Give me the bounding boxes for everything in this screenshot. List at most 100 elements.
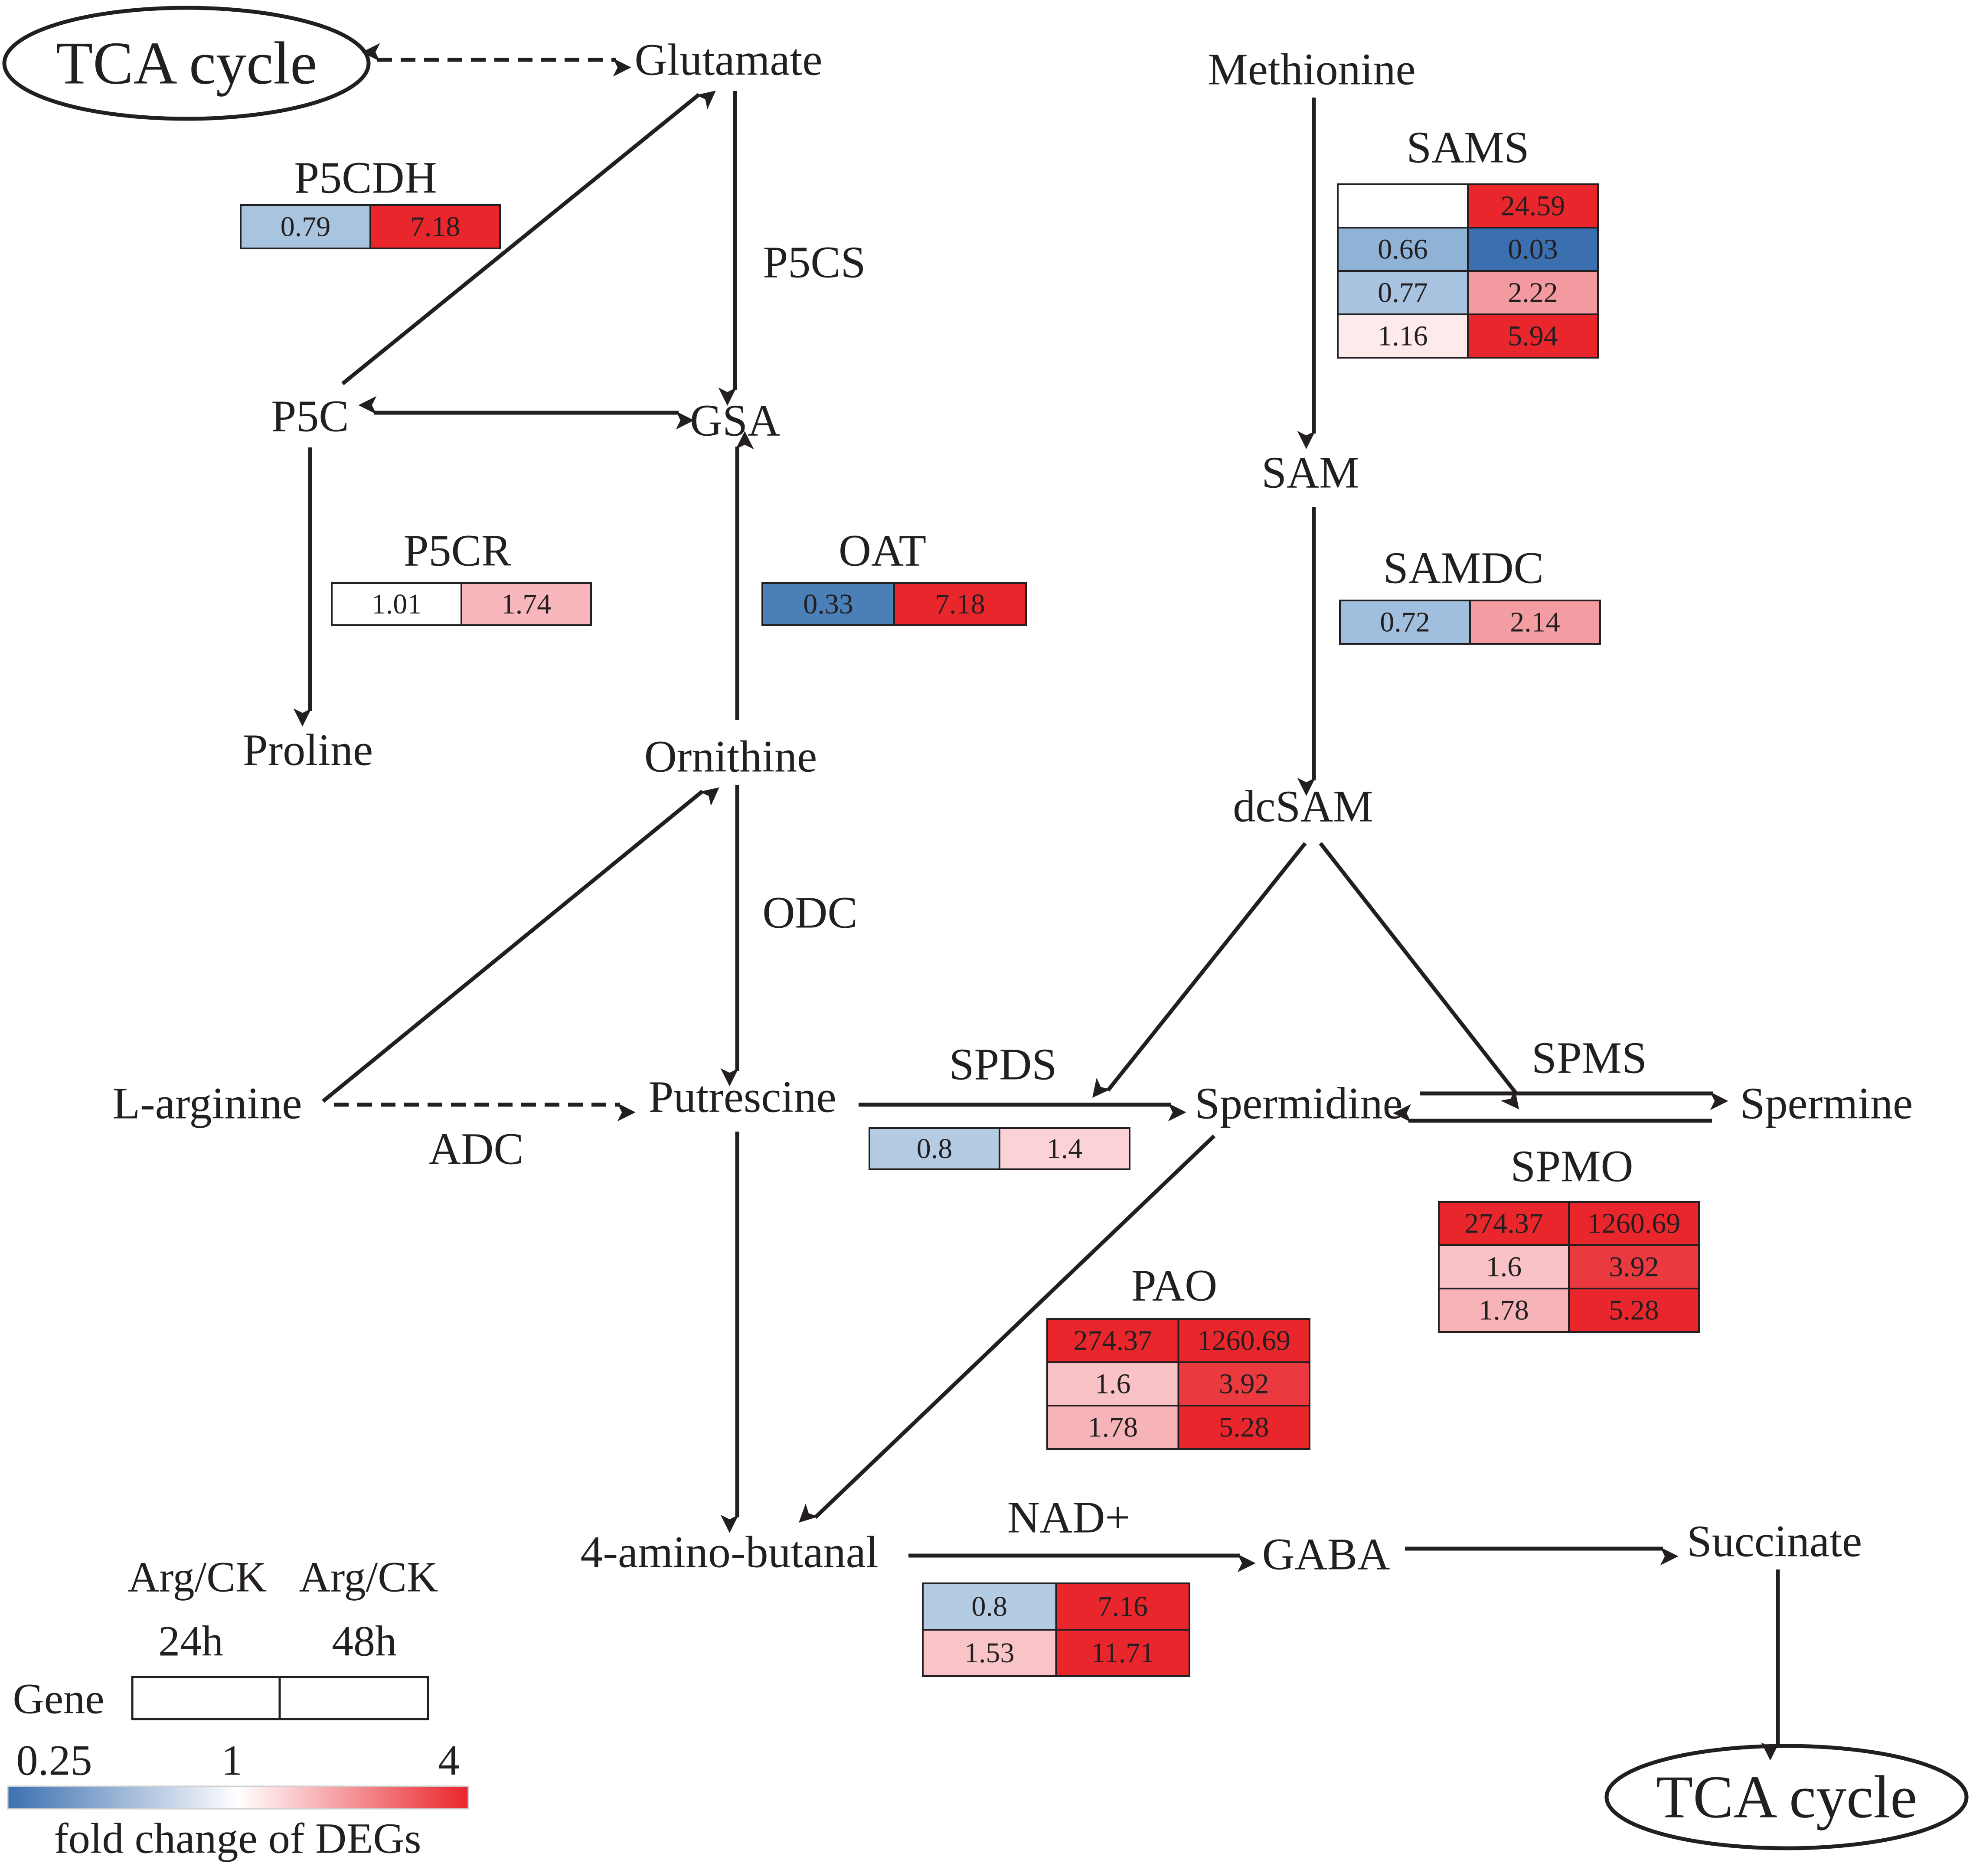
heatmap-cell-value: 0.66 [1378, 234, 1428, 265]
metabolite-methionine: Methionine [1208, 45, 1415, 95]
heatmap-cell-value: 5.94 [1508, 320, 1558, 352]
heatmap-cell-value: 1.4 [1047, 1133, 1083, 1165]
heatmap-cell-value: 2.14 [1510, 607, 1560, 638]
heatmap-cell [1337, 183, 1469, 228]
legend-gene-cell-24h [131, 1676, 281, 1720]
legend-color-scale [7, 1785, 469, 1810]
heatmap-cell-value: 7.18 [935, 588, 985, 620]
enzyme-label-spms: SPMS [1532, 1033, 1647, 1083]
metabolite-glutamate: Glutamate [634, 35, 822, 85]
heatmap-spds: 0.8 1.4 [869, 1127, 1130, 1170]
heatmap-cell-value: 1.74 [501, 588, 552, 620]
metabolite-dcsam: dcSAM [1233, 782, 1373, 832]
heatmap-cell-value: 1260.69 [1588, 1208, 1681, 1240]
legend-gene-cell-48h [278, 1676, 429, 1720]
heatmap-cell [1337, 270, 1469, 315]
heatmap-cell-value: 7.16 [1098, 1591, 1148, 1622]
edge-p5c-glutamate [341, 91, 716, 385]
heatmap-cell-value: 1.6 [1095, 1368, 1131, 1400]
legend-col1-line2: 24h [158, 1617, 223, 1665]
heatmap-cell [1055, 1629, 1190, 1677]
heatmap-cell-value: 0.8 [917, 1133, 953, 1165]
heatmap-cell-value: 11.71 [1091, 1637, 1154, 1669]
heatmap-cell-value: 1.53 [964, 1637, 1015, 1669]
enzyme-label-sams: SAMS [1406, 123, 1529, 173]
legend-col1-line1: Arg/CK [128, 1553, 267, 1601]
edge-dcsam-spermidine [1092, 842, 1307, 1098]
legend-gene-label: Gene [13, 1675, 105, 1723]
heatmap-cell [761, 582, 895, 626]
legend-col2-line1: Arg/CK [299, 1553, 438, 1601]
heatmap-cell-value: 274.37 [1464, 1208, 1543, 1240]
metabolite-4-amino-butanal: 4-amino-butanal [580, 1527, 878, 1577]
enzyme-label-spmo: SPMO [1510, 1142, 1633, 1191]
heatmap-cell-value: 0.72 [1380, 607, 1430, 638]
heatmap-cell-value: 1.78 [1088, 1412, 1138, 1443]
metabolite-proline: Proline [243, 725, 373, 775]
edge-arginine-ornithine [322, 787, 719, 1103]
legend-scale-min: 0.25 [16, 1736, 92, 1785]
heatmap-cell-value: 274.37 [1074, 1325, 1153, 1357]
heatmap-cell [1467, 313, 1599, 359]
metabolite-ornithine: Ornithine [644, 732, 817, 782]
legend-scale-max: 4 [438, 1736, 460, 1785]
enzyme-label-adc: ADC [428, 1124, 524, 1174]
metabolite-spermine: Spermine [1740, 1079, 1913, 1129]
heatmap-cell [1177, 1361, 1310, 1406]
heatmap-cell-value: 0.77 [1378, 277, 1428, 309]
metabolite-putrescine: Putrescine [648, 1072, 836, 1122]
heatmap-cell [240, 204, 371, 249]
tca-cycle-top-label: TCA cycle [56, 30, 317, 97]
enzyme-label-oat: OAT [839, 526, 926, 576]
heatmap-cell [1046, 1361, 1179, 1406]
enzyme-label-pao: PAO [1131, 1261, 1218, 1311]
legend-col2-line2: 48h [332, 1617, 397, 1665]
heatmap-nad: 0.8 7.16 1.53 11.71 [922, 1582, 1190, 1677]
heatmap-cell-value: 24.59 [1501, 190, 1565, 222]
metabolite-succinate: Succinate [1687, 1517, 1862, 1566]
heatmap-cell-value: 7.18 [410, 211, 461, 243]
heatmap-cell [1337, 313, 1469, 359]
heatmap-cell [1438, 1288, 1570, 1333]
metabolite-sam: SAM [1261, 448, 1359, 498]
heatmap-cell [1339, 600, 1471, 645]
legend-scale-mid: 1 [221, 1736, 243, 1785]
metabolite-l-arginine: L-arginine [112, 1079, 302, 1129]
heatmap-p5cdh: 0.79 7.18 [240, 204, 501, 249]
heatmap-cell-value: 1.16 [1378, 320, 1428, 352]
heatmap-cell-value: 0.8 [972, 1591, 1008, 1622]
heatmap-samdc: 0.72 2.14 [1339, 600, 1601, 645]
enzyme-label-p5cs: P5CS [763, 238, 866, 287]
heatmap-cell [1438, 1244, 1570, 1289]
legend: Arg/CK Arg/CK 24h 48h Gene 0.25 1 4 fold… [7, 1553, 469, 1863]
heatmap-cell [999, 1127, 1130, 1170]
heatmap-cell-value: 3.92 [1609, 1251, 1659, 1283]
metabolite-p5c: P5C [271, 392, 349, 441]
metabolite-gsa: GSA [690, 396, 780, 446]
heatmap-cell-value: 0.79 [281, 211, 331, 243]
enzyme-label-spds: SPDS [949, 1040, 1057, 1090]
enzyme-label-p5cdh: P5CDH [294, 153, 437, 203]
heatmap-cell-value: 5.28 [1609, 1295, 1659, 1326]
tca-cycle-top-ellipse [2, 6, 371, 121]
heatmap-cell [1177, 1405, 1310, 1450]
heatmap-cell [893, 582, 1027, 626]
heatmap-cell [1438, 1201, 1570, 1246]
enzyme-label-samdc: SAMDC [1383, 543, 1544, 593]
heatmap-cell [461, 582, 592, 626]
heatmap-cell [1469, 600, 1601, 645]
heatmap-cell [1467, 227, 1599, 272]
edge-dcsam-spermine [1319, 842, 1519, 1109]
heatmap-cell [1177, 1318, 1310, 1363]
metabolite-spermidine: Spermidine [1195, 1079, 1402, 1129]
heatmap-cell-value: 3.92 [1219, 1368, 1269, 1400]
enzyme-label-nad: NAD+ [1007, 1493, 1130, 1543]
metabolite-gaba: GABA [1262, 1530, 1390, 1579]
legend-scale-caption: fold change of DEGs [54, 1814, 421, 1863]
